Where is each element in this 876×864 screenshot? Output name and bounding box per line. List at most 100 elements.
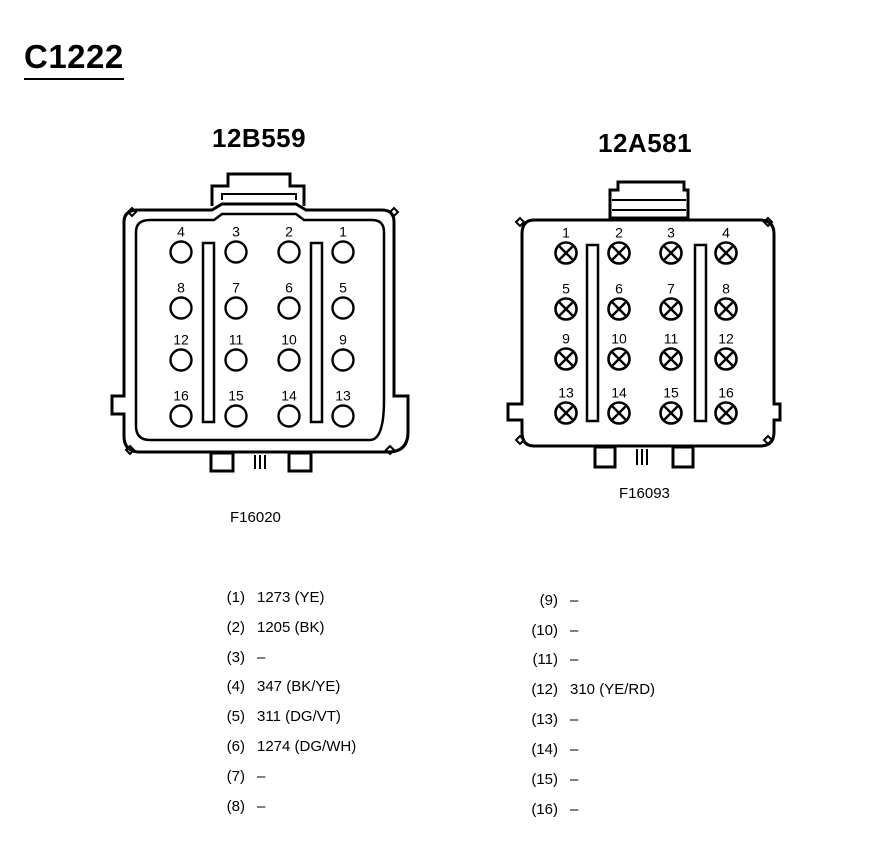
pin-socket bbox=[277, 404, 301, 428]
pin-label: 15 bbox=[228, 388, 244, 404]
pin-circuit: – bbox=[570, 651, 579, 668]
pin-label: 3 bbox=[667, 225, 675, 241]
pin-label: 12 bbox=[718, 331, 734, 347]
pin-label: 2 bbox=[285, 224, 293, 240]
pin-cross bbox=[718, 245, 734, 261]
pin-label: 2 bbox=[615, 225, 623, 241]
pin-label: 4 bbox=[722, 225, 730, 241]
pin-label: 13 bbox=[335, 388, 351, 404]
pin-circuit: – bbox=[257, 649, 266, 666]
pin-label: 11 bbox=[229, 332, 244, 348]
pin-circuit: 311 (DG/VT) bbox=[257, 708, 341, 725]
pin-10: 10 bbox=[607, 331, 631, 371]
pin-number: (1) bbox=[226, 589, 245, 606]
pin-label: 6 bbox=[285, 280, 293, 296]
pin-7: 7 bbox=[224, 280, 248, 320]
pin-number: (5) bbox=[226, 708, 245, 725]
pin-circuit: – bbox=[570, 622, 579, 639]
pin-row-4: (4) 347 (BK/YE) bbox=[225, 678, 341, 695]
pin-cross bbox=[663, 301, 679, 317]
pin-9: 9 bbox=[554, 331, 578, 371]
pin-8: 8 bbox=[714, 281, 738, 321]
pin-socket bbox=[331, 404, 355, 428]
pin-number: (12) bbox=[531, 681, 558, 698]
page-title: C1222 bbox=[24, 38, 124, 80]
pin-cross bbox=[558, 351, 574, 367]
pin-socket bbox=[331, 240, 355, 264]
pin-12: 12 bbox=[714, 331, 738, 371]
pin-label: 12 bbox=[173, 332, 189, 348]
pin-label: 16 bbox=[718, 385, 734, 401]
pin-circuit: – bbox=[570, 741, 579, 758]
pin-number: (13) bbox=[531, 711, 558, 728]
pin-row-3: (3)– bbox=[225, 649, 266, 666]
pin-2: 2 bbox=[607, 225, 631, 265]
pin-label: 6 bbox=[615, 281, 623, 297]
pin-row-10: (10)– bbox=[528, 622, 578, 639]
pin-cross bbox=[663, 351, 679, 367]
figure-code-right: F16093 bbox=[619, 485, 670, 502]
pin-cross bbox=[718, 405, 734, 421]
pin-number: (16) bbox=[531, 801, 558, 818]
pin-5: 5 bbox=[331, 280, 355, 320]
pin-circuit: 347 (BK/YE) bbox=[257, 678, 341, 695]
pin-label: 16 bbox=[173, 388, 189, 404]
pin-number: (6) bbox=[226, 738, 245, 755]
pin-label: 10 bbox=[611, 331, 627, 347]
pin-label: 13 bbox=[558, 385, 574, 401]
connector-name-12b559: 12B559 bbox=[212, 123, 307, 153]
pin-10: 10 bbox=[277, 332, 301, 372]
pin-label: 5 bbox=[339, 280, 347, 296]
pin-cross bbox=[611, 351, 627, 367]
pin-row-8: (8)– bbox=[225, 798, 266, 815]
pin-cross bbox=[611, 301, 627, 317]
pin-14: 14 bbox=[277, 388, 301, 428]
pin-cross bbox=[558, 301, 574, 317]
pin-row-1: (1) 1273 (YE) bbox=[225, 589, 325, 606]
pin-13: 13 bbox=[554, 385, 578, 425]
pin-cross bbox=[663, 245, 679, 261]
pin-number: (4) bbox=[226, 678, 245, 695]
pin-circuit: 1273 (YE) bbox=[257, 589, 325, 606]
pin-label: 14 bbox=[281, 388, 297, 404]
pin-cross bbox=[611, 245, 627, 261]
pin-label: 7 bbox=[232, 280, 240, 296]
pin-label: 1 bbox=[339, 224, 347, 240]
pin-11: 11 bbox=[659, 331, 683, 371]
pin-socket bbox=[277, 240, 301, 264]
pin-row-9: (9)– bbox=[528, 592, 579, 609]
pin-number: (9) bbox=[539, 592, 558, 609]
pin-number: (7) bbox=[226, 768, 245, 785]
pin-circuit: 1274 (DG/WH) bbox=[257, 738, 357, 755]
pin-circuit: 1205 (BK) bbox=[257, 619, 325, 636]
pin-cross bbox=[611, 405, 627, 421]
pin-circuit: – bbox=[257, 768, 266, 785]
pin-7: 7 bbox=[659, 281, 683, 321]
pin-label: 9 bbox=[339, 332, 347, 348]
pin-row-5: (5) 311 (DG/VT) bbox=[225, 708, 341, 725]
pin-row-7: (7)– bbox=[225, 768, 266, 785]
pin-3: 3 bbox=[224, 224, 248, 264]
pin-row-2: (2)1205 (BK) bbox=[225, 619, 325, 636]
pin-socket bbox=[224, 240, 248, 264]
pin-8: 8 bbox=[169, 280, 193, 320]
pin-row-6: (6) 1274 (DG/WH) bbox=[225, 738, 357, 755]
pin-socket bbox=[224, 296, 248, 320]
pin-4: 4 bbox=[169, 224, 193, 264]
pin-socket bbox=[169, 348, 193, 372]
pin-label: 9 bbox=[562, 331, 570, 347]
pin-number: (8) bbox=[226, 798, 245, 815]
pin-socket bbox=[277, 296, 301, 320]
pin-number: (10) bbox=[531, 622, 558, 639]
pin-6: 6 bbox=[277, 280, 301, 320]
pin-cross bbox=[558, 405, 574, 421]
pin-socket bbox=[331, 348, 355, 372]
pin-4: 4 bbox=[714, 225, 738, 265]
pin-9: 9 bbox=[331, 332, 355, 372]
pin-circuit: – bbox=[257, 798, 266, 815]
pin-label: 4 bbox=[177, 224, 185, 240]
pin-label: 14 bbox=[611, 385, 627, 401]
pin-socket bbox=[169, 296, 193, 320]
